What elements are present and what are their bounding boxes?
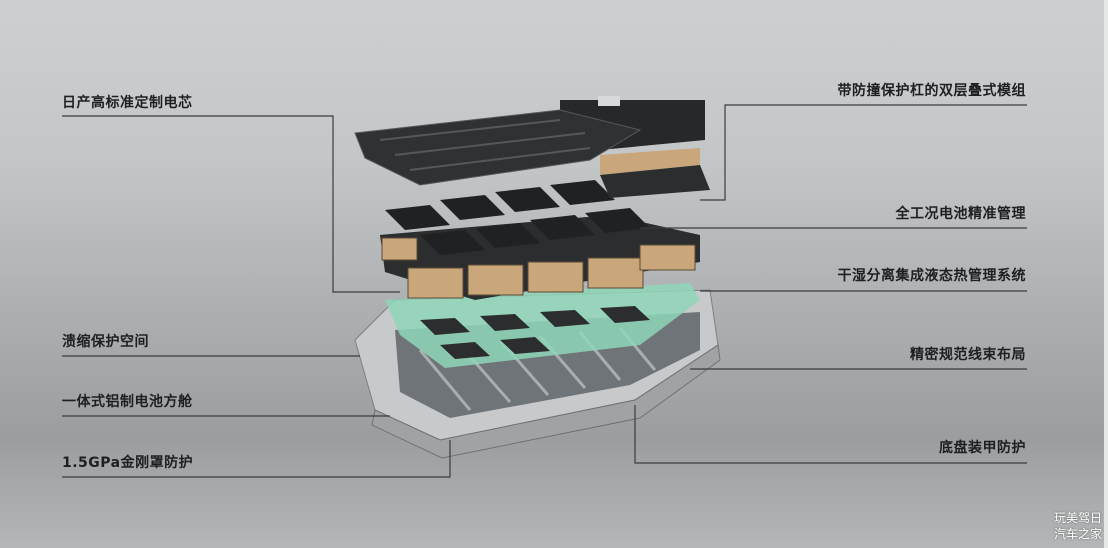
label-wire-harness: 精密规范线束布局 [910, 347, 1026, 363]
leader-line-module [700, 104, 1027, 201]
label-1-5gpa-shield: 1.5GPa金刚罩防护 [62, 455, 194, 471]
top-cover [354, 109, 642, 186]
label-double-stacked-module: 带防撞保护杠的双层叠式模组 [837, 83, 1026, 99]
image-edge [1104, 0, 1108, 548]
watermark-line-1: 玩美驾日 [1053, 511, 1102, 525]
watermark: 玩美驾日 汽车之家 [1054, 510, 1102, 542]
leader-line-armor [634, 405, 1027, 464]
label-custom-cells: 日产高标准定制电芯 [62, 95, 193, 111]
label-crush-protection-space: 溃缩保护空间 [62, 334, 149, 350]
label-chassis-armor: 底盘装甲防护 [939, 440, 1026, 456]
label-aluminium-battery-cabin: 一体式铝制电池方舱 [62, 394, 193, 410]
watermark-line-2: 汽车之家 [1053, 527, 1102, 541]
cooling-plate [385, 283, 700, 368]
leader-line-cells [62, 115, 400, 293]
leader-lines [62, 104, 1027, 478]
label-thermal-management: 干湿分离集成液态热管理系统 [837, 268, 1026, 284]
battery-cells-layer [380, 180, 700, 300]
label-battery-management: 全工况电池精准管理 [895, 206, 1026, 222]
leader-line-shield [62, 440, 451, 478]
